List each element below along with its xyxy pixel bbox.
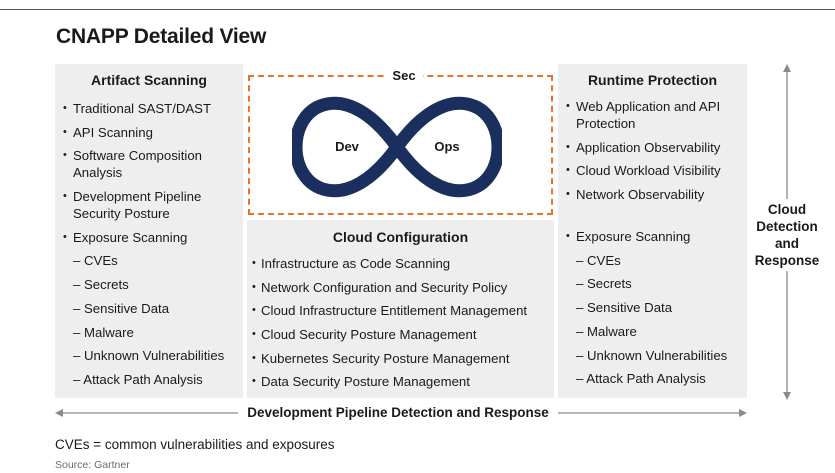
sub-list-item: – Secrets [73, 277, 129, 293]
sub-list-item: – CVEs [73, 253, 118, 269]
sub-list-item: – Unknown Vulnerabilities [73, 348, 225, 364]
source-note: Source: Gartner [55, 459, 130, 471]
list-item: Web Application and API Protection [558, 98, 747, 132]
arrow-right-head [739, 409, 747, 417]
list-item: Development Pipeline Security Posture [55, 188, 243, 222]
sub-list-item: – Sensitive Data [576, 300, 673, 316]
list-item: Software Composition Analysis [55, 147, 243, 181]
cloud-configuration-panel: Cloud Configuration Infrastructure as Co… [247, 220, 554, 398]
top-rule [0, 9, 835, 10]
list-item: Kubernetes Security Posture Management [247, 350, 554, 367]
artifact-scanning-title: Artifact Scanning [91, 72, 207, 88]
arrow-left-head [55, 409, 63, 417]
sub-list-item: – Malware [576, 323, 637, 339]
artifact-scanning-list: Traditional SAST/DAST API ScanningSoftwar… [55, 100, 243, 388]
ops-label: Ops [434, 139, 459, 154]
infinity-loop-icon: Dev Ops [292, 96, 502, 198]
runtime-protection-title: Runtime Protection [587, 72, 718, 88]
sub-list-item: – Attack Path Analysis [576, 371, 706, 387]
page-title: CNAPP Detailed View [56, 25, 267, 48]
arrow-up-head [783, 64, 791, 72]
cloud-detection-response-label: Cloud Detection and Response [748, 199, 826, 271]
artifact-scanning-panel: Artifact Scanning Traditional SAST/DAST A… [55, 64, 243, 398]
sub-list-item: – Unknown Vulnerabilities [576, 347, 728, 363]
list-item: Cloud Workload Visibility [558, 162, 747, 179]
list-item: Exposure Scanning [55, 229, 243, 246]
cloud-configuration-list: Infrastructure as Code ScanningNetwork C… [247, 255, 554, 390]
footnote: CVEs = common vulnerabilities and exposu… [55, 437, 335, 452]
pipeline-detection-response-label: Development Pipeline Detection and Respo… [238, 405, 558, 420]
dev-label: Dev [335, 139, 360, 154]
sub-list-item: – Sensitive Data [73, 300, 170, 316]
list-item: Traditional SAST/DAST [55, 100, 243, 117]
sec-label: Sec [385, 68, 423, 83]
sub-list-item: – Secrets [576, 276, 632, 292]
runtime-protection-panel: Runtime Protection Web Application and A… [558, 64, 747, 398]
sub-list-item: – CVEs [576, 252, 621, 268]
arrow-down-head [783, 392, 791, 400]
sub-list-item: – Malware [73, 324, 134, 340]
sub-list-item: – Attack Path Analysis [73, 371, 203, 387]
cloud-configuration-title: Cloud Configuration [332, 229, 469, 245]
list-item: Cloud Security Posture Management [247, 326, 554, 343]
list-item: Network Observability [558, 186, 747, 203]
list-item: Infrastructure as Code Scanning [247, 255, 554, 272]
list-item: Data Security Posture Management [247, 373, 554, 390]
list-item: API Scanning [55, 124, 243, 141]
list-item: Exposure Scanning [558, 228, 747, 245]
infinity-loop-path [292, 96, 502, 198]
list-item: Application Observability [558, 139, 747, 156]
list-item: Cloud Infrastructure Entitlement Managem… [247, 302, 554, 319]
runtime-protection-list: Web Application and API ProtectionApplic… [558, 98, 747, 387]
list-item: Network Configuration and Security Polic… [247, 279, 554, 296]
